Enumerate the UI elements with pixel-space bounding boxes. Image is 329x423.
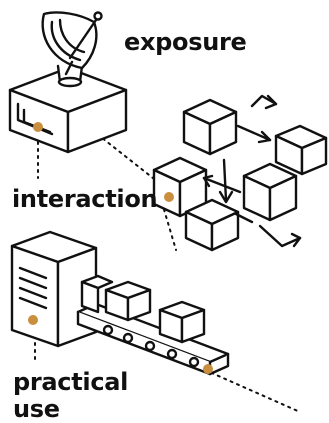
satellite-dish-icon	[8, 11, 128, 154]
practical-dot	[28, 315, 38, 325]
interconnected-cubes-icon	[152, 94, 328, 252]
interaction-dot	[164, 192, 174, 202]
label-practical-line1: practical	[13, 368, 129, 396]
label-practical-line2: use	[13, 395, 60, 423]
label-exposure: exposure	[124, 28, 247, 56]
label-practical-use: practical use	[13, 369, 128, 423]
label-interaction: interaction	[12, 185, 158, 213]
exposure-dot	[33, 122, 43, 132]
conveyor-machine-icon	[10, 230, 230, 376]
belt-dot	[203, 364, 213, 374]
accent-dots	[28, 122, 213, 374]
connector-belt-offscreen	[204, 369, 301, 413]
